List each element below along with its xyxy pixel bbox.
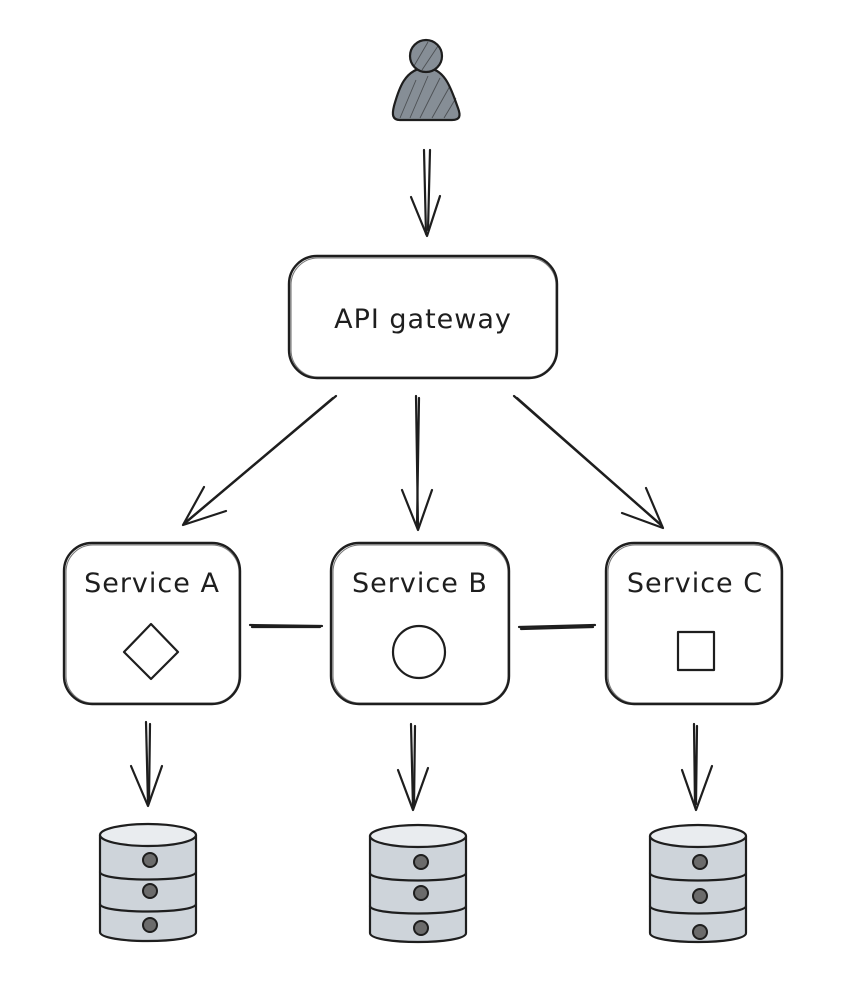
diamond-icon bbox=[122, 622, 180, 681]
service-c-node[interactable]: Service C bbox=[604, 541, 784, 706]
service-c-label: Service C bbox=[627, 568, 763, 599]
user-icon bbox=[391, 38, 461, 122]
connector-service-b-c bbox=[517, 623, 597, 631]
arrow-user-to-gateway bbox=[409, 148, 442, 238]
connector-service-a-b bbox=[248, 623, 324, 629]
database-icon bbox=[368, 823, 468, 944]
arrow-gateway-to-service-c bbox=[512, 394, 665, 530]
arrow-service-b-to-db bbox=[396, 722, 430, 812]
arrow-gateway-to-service-b bbox=[400, 394, 434, 532]
database-icon bbox=[648, 823, 748, 944]
api-gateway-node[interactable]: API gateway bbox=[287, 254, 559, 380]
square-icon bbox=[676, 630, 716, 672]
arrow-service-c-to-db bbox=[680, 722, 714, 812]
arrow-gateway-to-service-a bbox=[181, 394, 338, 527]
api-gateway-label: API gateway bbox=[334, 304, 512, 335]
database-icon bbox=[98, 822, 198, 943]
arrow-service-a-to-db bbox=[129, 720, 164, 808]
service-a-node[interactable]: Service A bbox=[62, 541, 242, 706]
service-b-node[interactable]: Service B bbox=[329, 541, 511, 706]
service-b-label: Service B bbox=[352, 568, 488, 599]
circle-icon bbox=[391, 624, 447, 680]
service-a-label: Service A bbox=[84, 568, 220, 599]
